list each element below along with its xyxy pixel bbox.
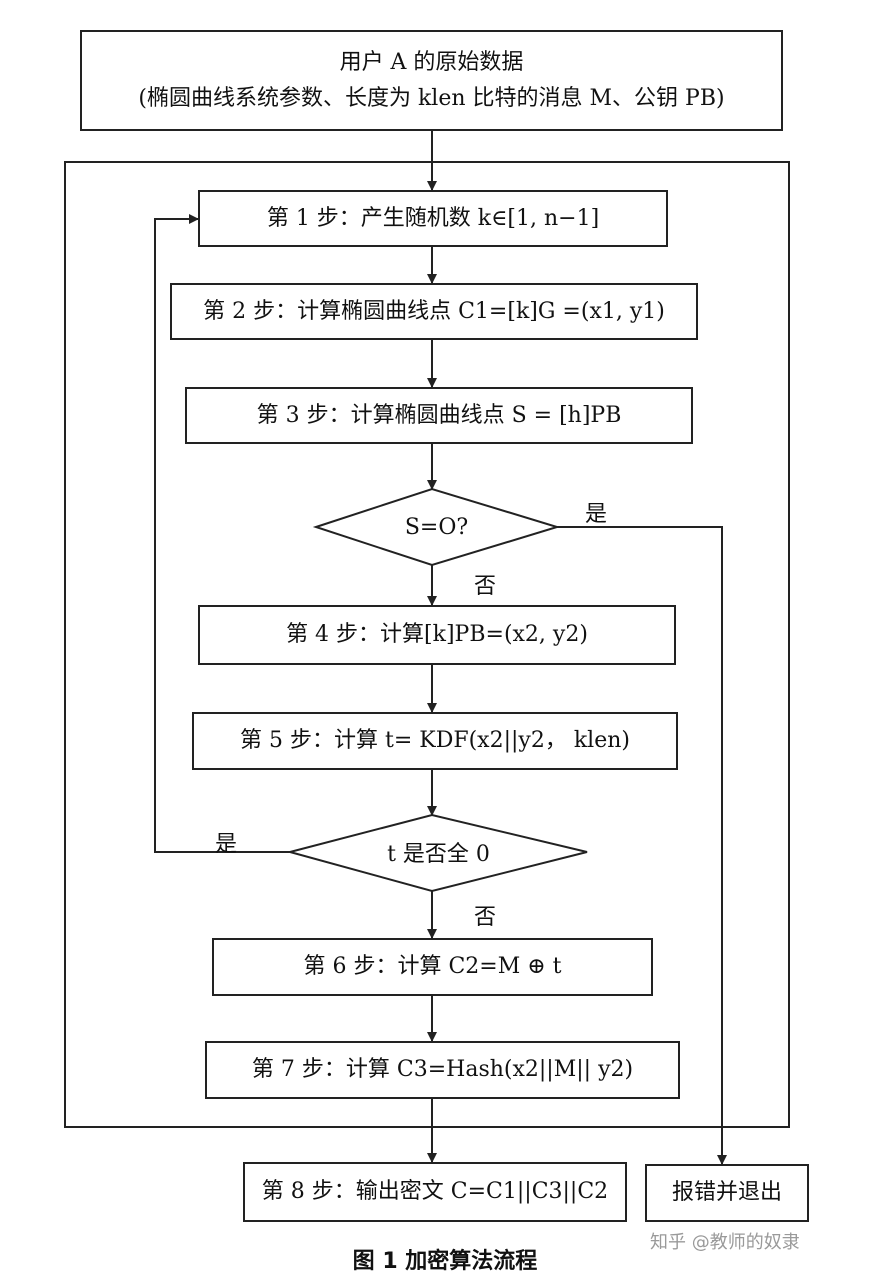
- input-title: 用户 A 的原始数据: [339, 50, 524, 75]
- watermark: 知乎 @教师的奴隶: [650, 1232, 800, 1253]
- step7-box: 第 7 步：计算 C3=Hash(x2||M|| y2): [205, 1041, 680, 1099]
- step4-box: 第 4 步：计算[k]PB=(x2, y2): [198, 605, 676, 665]
- decision1-diamond: [312, 487, 561, 567]
- step5-box: 第 5 步：计算 t= KDF(x2||y2， klen): [192, 712, 678, 770]
- input-data-box: 用户 A 的原始数据 (椭圆曲线系统参数、长度为 klen 比特的消息 M、公钥…: [80, 30, 783, 131]
- step8-box: 第 8 步：输出密文 C=C1||C3||C2: [243, 1162, 627, 1222]
- step1-box: 第 1 步：产生随机数 k∈[1, n−1]: [198, 190, 668, 247]
- arrow-decision2-yes-loop-to-step1: [154, 214, 290, 853]
- arrow-decision1-yes-to-error: [557, 526, 727, 1165]
- decision2-yes-label: 是: [215, 832, 238, 857]
- decision1-yes-label: 是: [585, 502, 608, 527]
- decision1-no-label: 否: [474, 574, 497, 599]
- step2-box: 第 2 步：计算椭圆曲线点 C1=[k]G =(x1, y1): [170, 283, 698, 340]
- decision2-text: t 是否全 0: [387, 842, 490, 867]
- error-exit-box: 报错并退出: [645, 1164, 809, 1222]
- outer-frame: [64, 161, 790, 1128]
- decision2-diamond: [286, 813, 588, 893]
- decision2-no-label: 否: [474, 905, 497, 930]
- figure-caption: 图 1 加密算法流程: [352, 1249, 538, 1274]
- input-params: (椭圆曲线系统参数、长度为 klen 比特的消息 M、公钥 PB): [138, 85, 725, 111]
- step3-box: 第 3 步：计算椭圆曲线点 S = [h]PB: [185, 387, 693, 444]
- decision1-text: S=O?: [404, 514, 469, 540]
- step6-box: 第 6 步：计算 C2=M ⊕ t: [212, 938, 653, 996]
